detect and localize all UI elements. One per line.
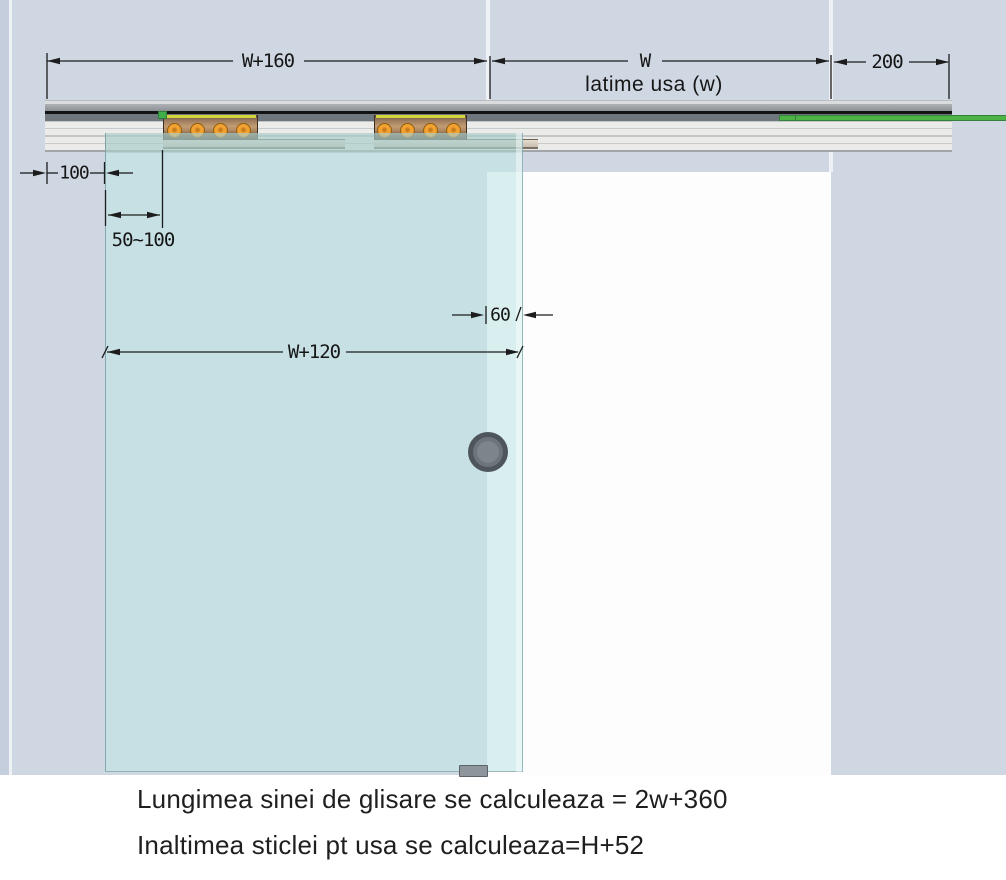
dim-label-carriage-offset: 50~100 [111, 229, 176, 251]
door-opening [487, 172, 831, 775]
rail-channel-right [45, 114, 952, 121]
rail-groove-line [45, 128, 952, 129]
left-wall-edge-strip [0, 0, 9, 775]
stopper-screw-icon [795, 115, 1006, 121]
dim-label-overlap: 60 [490, 304, 511, 326]
glass-right-edge [522, 133, 523, 772]
carriage-gasket-line [376, 115, 465, 118]
dim-label-rail-left: W+160 [241, 50, 295, 72]
formula-rail-length: Lungimea sinei de glisare se calculeaza … [137, 784, 728, 814]
rail-groove-line [45, 121, 952, 122]
dim-label-edge-offset: 100 [59, 162, 89, 184]
glass-top-band [105, 133, 523, 153]
door-knob-center [477, 441, 499, 463]
opening-left-corner-line [486, 0, 490, 100]
rail-top-highlight [45, 100, 952, 105]
adjustment-block-icon [158, 111, 167, 119]
dim-caption-door-width: latime usa (w) [585, 73, 723, 96]
left-wall-corner-line [9, 0, 12, 775]
glass-door-panel [105, 133, 523, 772]
formula-glass-height: Inaltimea sticlei pt usa se calculeaza=H… [137, 830, 645, 860]
dim-label-door-width: W+120 [287, 341, 341, 363]
glass-right-highlight [516, 133, 522, 772]
dim-label-rail-right: 200 [871, 51, 903, 73]
floor-guide [459, 765, 488, 777]
dim-label-opening-width: W [639, 50, 651, 72]
rail-top-bar [45, 104, 952, 111]
rail-black-line [45, 111, 952, 114]
carriage-gasket-line [165, 115, 256, 118]
